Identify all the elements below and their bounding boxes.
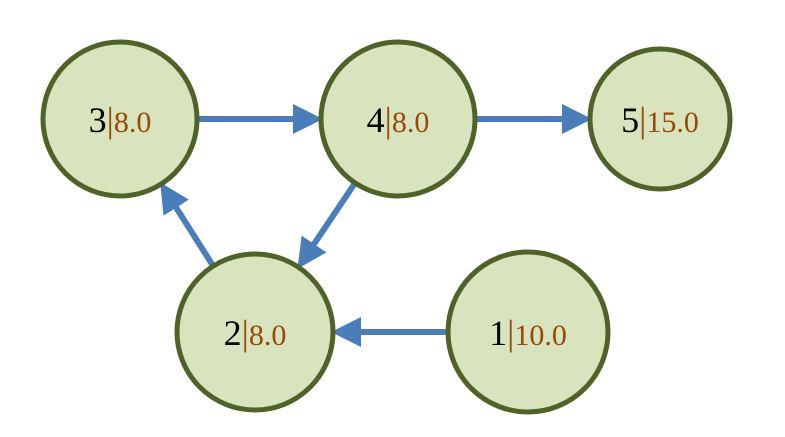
node-circle bbox=[587, 46, 733, 192]
node-1: 1|10.0 bbox=[445, 249, 611, 415]
node-value: 15.0 bbox=[646, 106, 699, 139]
node-circle bbox=[318, 39, 478, 199]
node-2: 2|8.0 bbox=[174, 251, 336, 413]
node-circle bbox=[445, 249, 611, 415]
node-label: 3|8.0 bbox=[89, 100, 152, 140]
node-separator: | bbox=[507, 313, 514, 353]
node-id: 1 bbox=[489, 313, 507, 353]
node-id: 2 bbox=[224, 313, 242, 353]
node-value: 10.0 bbox=[514, 319, 567, 352]
node-label: 5|15.0 bbox=[621, 100, 699, 140]
node-label: 2|8.0 bbox=[224, 313, 287, 353]
node-3: 3|8.0 bbox=[40, 39, 200, 199]
node-5: 5|15.0 bbox=[587, 46, 733, 192]
node-4: 4|8.0 bbox=[318, 39, 478, 199]
node-value: 8.0 bbox=[249, 319, 287, 352]
edge-arrow-n2-to-n3 bbox=[160, 182, 215, 267]
node-id: 4 bbox=[367, 100, 385, 140]
node-separator: | bbox=[385, 100, 392, 140]
node-circle bbox=[40, 39, 200, 199]
node-circle bbox=[174, 251, 336, 413]
node-id: 3 bbox=[89, 100, 107, 140]
node-label: 1|10.0 bbox=[489, 313, 567, 353]
node-separator: | bbox=[639, 100, 646, 140]
node-separator: | bbox=[107, 100, 114, 140]
node-label: 4|8.0 bbox=[367, 100, 430, 140]
node-id: 5 bbox=[621, 100, 639, 140]
edges bbox=[160, 104, 592, 347]
node-separator: | bbox=[242, 313, 249, 353]
node-value: 8.0 bbox=[114, 106, 152, 139]
edge-arrow-n4-to-n2 bbox=[297, 182, 357, 269]
node-value: 8.0 bbox=[392, 106, 430, 139]
